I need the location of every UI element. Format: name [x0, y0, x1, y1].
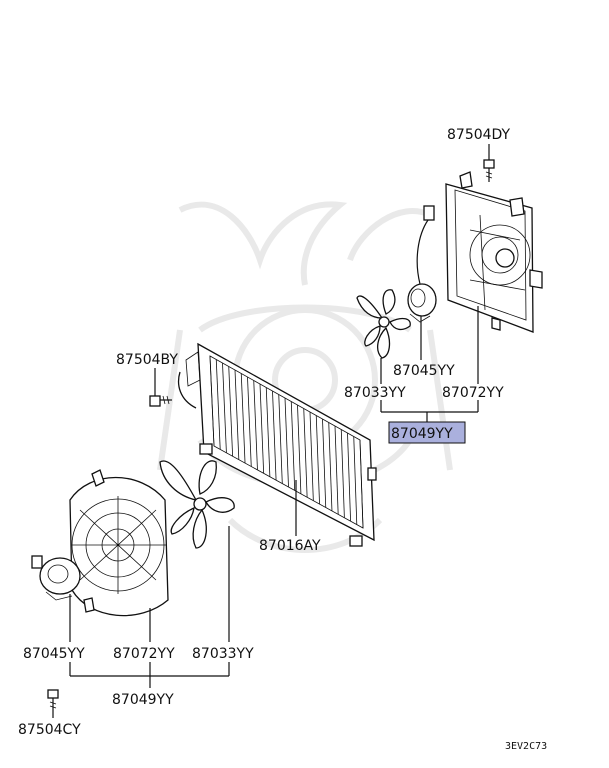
- condenser-fin: [303, 408, 308, 498]
- label-bolt-bottom[interactable]: 87504CY: [18, 722, 81, 738]
- label-bolt-mid[interactable]: 87504BY: [116, 352, 178, 368]
- condenser-fin: [265, 387, 271, 477]
- condenser-fin: [297, 404, 302, 494]
- label-motor-right[interactable]: 87045YY: [393, 363, 455, 379]
- condenser-fin: [322, 418, 327, 508]
- leader-lines: [52, 144, 490, 718]
- condenser-fin: [340, 429, 345, 518]
- condenser-fin: [315, 415, 320, 505]
- condenser-fin: [284, 397, 289, 488]
- label-assembly-left[interactable]: 87049YY: [112, 692, 174, 708]
- label-bolt-top[interactable]: 87504DY: [447, 127, 511, 143]
- left-shroud-part: [69, 469, 169, 617]
- condenser-fin: [272, 390, 277, 481]
- bolt-top-part: [483, 159, 495, 182]
- condenser-fin: [359, 439, 364, 529]
- condenser-fin: [215, 359, 221, 450]
- condenser-fin: [353, 436, 358, 525]
- diagram-code: 3EV2C73: [505, 741, 547, 752]
- condenser-fin: [347, 432, 351, 522]
- bolt-bottom-part: [47, 689, 59, 712]
- left-fan-part: [159, 460, 235, 549]
- condenser-fin: [222, 362, 227, 453]
- condenser-fin: [240, 373, 246, 464]
- condenser-fin: [334, 425, 339, 515]
- condenser-fin: [247, 376, 252, 467]
- right-shroud-part: [445, 171, 543, 333]
- label-condenser[interactable]: 87016AY: [259, 538, 321, 554]
- label-shroud-right[interactable]: 87072YY: [442, 385, 504, 401]
- condenser-fin: [259, 383, 265, 474]
- right-fan-part: [356, 289, 411, 359]
- highlight-assembly-right: [388, 421, 466, 444]
- label-motor-left[interactable]: 87045YY: [23, 646, 85, 662]
- label-shroud-left[interactable]: 87072YY: [113, 646, 175, 662]
- condenser-fin: [290, 401, 296, 491]
- condenser-part: [177, 342, 377, 547]
- label-fan-right[interactable]: 87033YY: [344, 385, 406, 401]
- condenser-fin: [278, 394, 283, 484]
- condenser-fin: [228, 366, 234, 457]
- condenser-fin: [328, 422, 333, 511]
- condenser-fin: [309, 411, 314, 501]
- label-fan-left[interactable]: 87033YY: [192, 646, 254, 662]
- right-motor-part: [407, 205, 437, 323]
- condenser-fin: [234, 369, 240, 460]
- left-motor-part: [31, 555, 81, 601]
- condenser-fin: [253, 380, 258, 470]
- condenser-fin: [209, 355, 215, 447]
- label-assembly-right[interactable]: 87049YY: [391, 426, 453, 442]
